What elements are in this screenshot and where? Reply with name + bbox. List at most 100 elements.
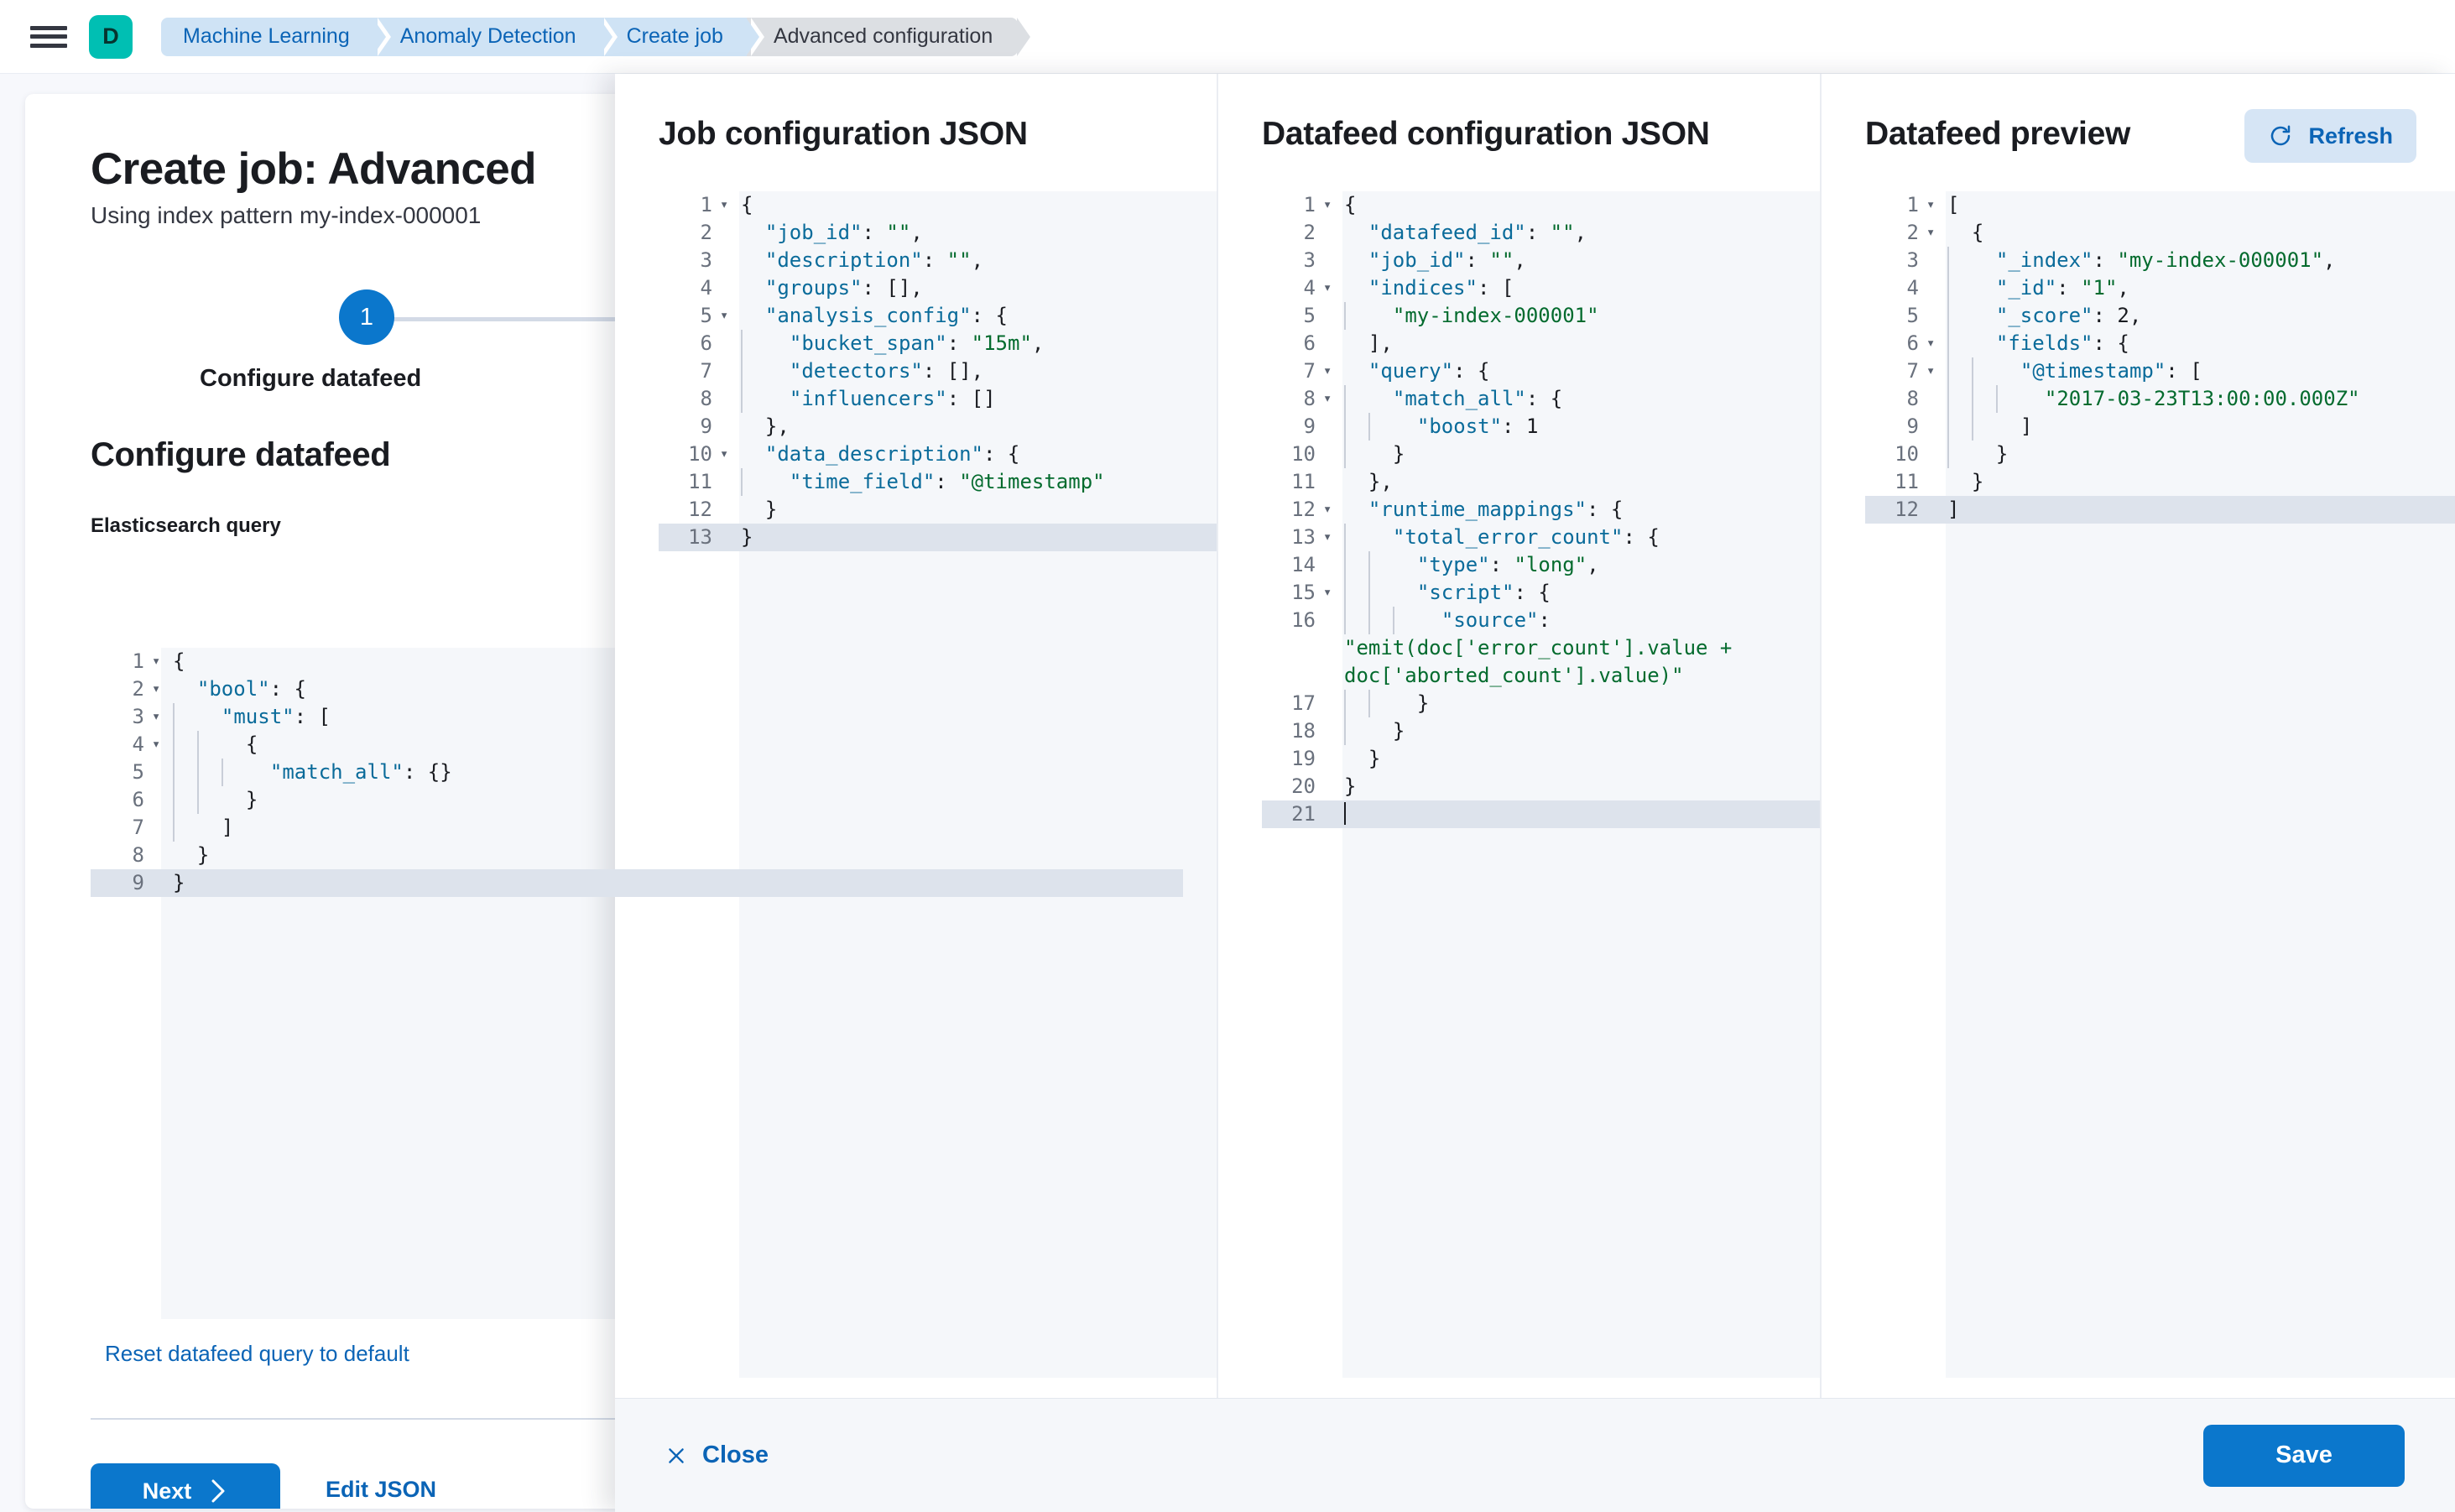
editor-line[interactable]: 4 "groups": [], — [659, 274, 1217, 302]
editor-line[interactable]: 2 "job_id": "", — [659, 219, 1217, 247]
code-token: "influencers" — [765, 387, 947, 410]
editor-line[interactable]: 9} — [91, 869, 1183, 897]
editor-line[interactable]: 5 "my-index-000001" — [1262, 302, 1820, 330]
breadcrumb-item-advanced-configuration[interactable]: Advanced configuration — [746, 17, 1031, 56]
editor-line[interactable]: 1▾{ — [1262, 191, 1820, 219]
editor-line[interactable]: 10 } — [1865, 441, 2455, 468]
fold-arrow-icon[interactable]: ▾ — [1323, 196, 1332, 213]
editor-line[interactable]: 5 "_score": 2, — [1865, 302, 2455, 330]
stepper-step-1-label: Configure datafeed — [200, 365, 422, 393]
editor-line[interactable]: 9 }, — [659, 413, 1217, 441]
editor-line[interactable]: 10▾ "data_description": { — [659, 441, 1217, 468]
flyout-body: Job configuration JSON 1▾{2 "job_id": ""… — [615, 74, 2455, 1398]
editor-line[interactable]: 3 "_index": "my-index-000001", — [1865, 247, 2455, 274]
editor-line[interactable]: 21 — [1262, 800, 1820, 828]
editor-line[interactable]: 7 "detectors": [], — [659, 357, 1217, 385]
fold-arrow-icon[interactable]: ▾ — [720, 196, 729, 213]
fold-arrow-icon[interactable]: ▾ — [1323, 279, 1332, 296]
editor-line[interactable]: 8 } — [91, 842, 1183, 869]
editor-line[interactable]: 6 ], — [1262, 330, 1820, 357]
editor-line[interactable]: 3 "description": "", — [659, 247, 1217, 274]
editor-line[interactable]: 10 } — [1262, 441, 1820, 468]
reset-datafeed-query-link[interactable]: Reset datafeed query to default — [105, 1341, 409, 1366]
editor-line[interactable]: 6▾ "fields": { — [1865, 330, 2455, 357]
editor-line[interactable]: 12] — [1865, 496, 2455, 524]
line-number: 5 — [132, 760, 144, 784]
editor-line[interactable]: 6 "bucket_span": "15m", — [659, 330, 1217, 357]
editor-line[interactable]: 12 } — [659, 496, 1217, 524]
fold-arrow-icon[interactable]: ▾ — [1926, 224, 1936, 241]
editor-line[interactable]: 17 } — [1262, 690, 1820, 717]
editor-line[interactable]: 1▾{ — [659, 191, 1217, 219]
editor-line[interactable]: 8 "influencers": [] — [659, 385, 1217, 413]
fold-arrow-icon[interactable]: ▾ — [720, 446, 729, 462]
editor-line[interactable]: 6 } — [91, 786, 1183, 814]
fold-arrow-icon[interactable]: ▾ — [152, 736, 161, 753]
fold-arrow-icon[interactable]: ▾ — [1323, 362, 1332, 379]
editor-line[interactable]: 13▾ "total_error_count": { — [1262, 524, 1820, 551]
breadcrumb-item-anomaly-detection[interactable]: Anomaly Detection — [373, 17, 618, 56]
editor-line[interactable]: 7 ] — [91, 814, 1183, 842]
fold-arrow-icon[interactable]: ▾ — [1323, 529, 1332, 545]
editor-line[interactable]: 11 } — [1865, 468, 2455, 496]
editor-lines[interactable]: 1▾[2▾ {3 "_index": "my-index-000001",4 "… — [1865, 191, 2455, 524]
editor-line[interactable]: 5 "match_all": {} — [91, 759, 1183, 786]
editor-line[interactable]: 4▾ { — [91, 731, 1183, 759]
editor-line[interactable]: 9 ] — [1865, 413, 2455, 441]
editor-line[interactable]: 2▾ { — [1865, 219, 2455, 247]
breadcrumb-item-create-job[interactable]: Create job — [599, 17, 765, 56]
editor-lines[interactable]: 1▾{2 "job_id": "",3 "description": "",4 … — [659, 191, 1217, 551]
next-button[interactable]: Next — [91, 1463, 280, 1509]
editor-line[interactable]: 13} — [659, 524, 1217, 551]
editor-line[interactable]: 3 "job_id": "", — [1262, 247, 1820, 274]
fold-arrow-icon[interactable]: ▾ — [152, 653, 161, 670]
editor-line[interactable]: 14 "type": "long", — [1262, 551, 1820, 579]
editor-line[interactable]: 11 "time_field": "@timestamp" — [659, 468, 1217, 496]
datafeed-preview-editor[interactable]: 1▾[2▾ {3 "_index": "my-index-000001",4 "… — [1865, 191, 2455, 1378]
editor-line[interactable]: 19 } — [1262, 745, 1820, 773]
datafeed-configuration-editor[interactable]: 1▾{2 "datafeed_id": "",3 "job_id": "",4▾… — [1262, 191, 1820, 1378]
editor-line[interactable]: 4 "_id": "1", — [1865, 274, 2455, 302]
editor-line[interactable]: 18 } — [1262, 717, 1820, 745]
fold-arrow-icon[interactable]: ▾ — [1926, 335, 1936, 352]
editor-line[interactable]: 1▾[ — [1865, 191, 2455, 219]
editor-line[interactable]: 2▾ "bool": { — [91, 675, 1183, 703]
editor-line[interactable]: 5▾ "analysis_config": { — [659, 302, 1217, 330]
edit-json-link[interactable]: Edit JSON — [326, 1477, 437, 1502]
editor-line[interactable]: 16 "source": "emit(doc['error_count'].va… — [1262, 607, 1820, 690]
breadcrumb-item-machine-learning[interactable]: Machine Learning — [161, 17, 391, 56]
stepper-step-1[interactable]: 1 — [339, 289, 394, 346]
save-button[interactable]: Save — [2203, 1424, 2405, 1487]
editor-line[interactable]: 20} — [1262, 773, 1820, 800]
editor-line[interactable]: 8▾ "match_all": { — [1262, 385, 1820, 413]
code-token: } — [1947, 470, 1984, 493]
fold-arrow-icon[interactable]: ▾ — [152, 708, 161, 725]
editor-line[interactable]: 15▾ "script": { — [1262, 579, 1820, 607]
editor-line[interactable]: 1▾{ — [91, 648, 1183, 675]
fold-arrow-icon[interactable]: ▾ — [152, 680, 161, 697]
editor-lines[interactable]: 1▾{2▾ "bool": {3▾ "must": [4▾ {5 "match_… — [91, 648, 1183, 897]
refresh-button[interactable]: Refresh — [2244, 109, 2416, 163]
fold-arrow-icon[interactable]: ▾ — [1323, 501, 1332, 518]
editor-line[interactable]: 7▾ "query": { — [1262, 357, 1820, 385]
fold-arrow-icon[interactable]: ▾ — [1926, 196, 1936, 213]
editor-lines[interactable]: 1▾{2 "datafeed_id": "",3 "job_id": "",4▾… — [1262, 191, 1820, 828]
fold-arrow-icon[interactable]: ▾ — [720, 307, 729, 324]
editor-line[interactable]: 2 "datafeed_id": "", — [1262, 219, 1820, 247]
code-token: : — [935, 470, 960, 493]
editor-line[interactable]: 4▾ "indices": [ — [1262, 274, 1820, 302]
fold-arrow-icon[interactable]: ▾ — [1926, 362, 1936, 379]
editor-line[interactable]: 8 "2017-03-23T13:00:00.000Z" — [1865, 385, 2455, 413]
line-code: } — [171, 842, 1183, 869]
close-button[interactable]: Close — [665, 1442, 769, 1469]
editor-line[interactable]: 3▾ "must": [ — [91, 703, 1183, 731]
editor-line[interactable]: 9 "boost": 1 — [1262, 413, 1820, 441]
fold-arrow-icon[interactable]: ▾ — [1323, 584, 1332, 601]
job-configuration-editor[interactable]: 1▾{2 "job_id": "",3 "description": "",4 … — [659, 191, 1217, 1378]
editor-line[interactable]: 7▾ "@timestamp": [ — [1865, 357, 2455, 385]
editor-line[interactable]: 12▾ "runtime_mappings": { — [1262, 496, 1820, 524]
fold-arrow-icon[interactable]: ▾ — [1323, 390, 1332, 407]
hamburger-menu-icon[interactable] — [30, 23, 67, 51]
app-logo[interactable]: D — [89, 14, 133, 59]
editor-line[interactable]: 11 }, — [1262, 468, 1820, 496]
